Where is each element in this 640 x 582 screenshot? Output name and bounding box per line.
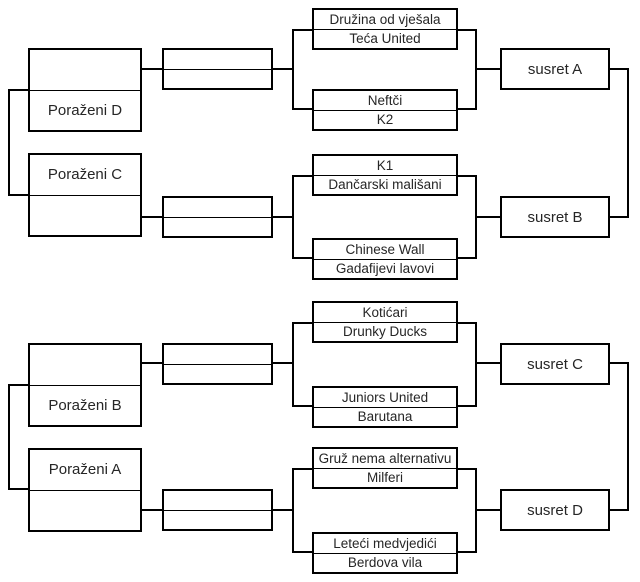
team-slot: Chinese Wall [345, 241, 425, 257]
loser-pair-a: Poraženi A [28, 448, 142, 532]
empty-slot [164, 345, 271, 364]
team-slot: Gadafijevi lavovi [314, 258, 456, 279]
advancement-box [162, 48, 273, 90]
connector-line [627, 362, 629, 511]
team-pair: Gruž nema alternativu Milferi [312, 447, 458, 489]
connector-line [273, 68, 292, 70]
match-label: susret D [527, 501, 583, 519]
empty-slot [30, 50, 140, 90]
connector-line [9, 384, 28, 386]
loser-slot: Poraženi B [30, 384, 140, 426]
match-box-susret-c: susret C [500, 343, 610, 385]
loser-slot: Poraženi D [30, 89, 140, 131]
team-slot: Milferi [314, 467, 456, 488]
empty-slot [30, 489, 140, 531]
team-pair: Družina od vješala Teća United [312, 8, 458, 50]
connector-line [477, 68, 500, 70]
loser-slot: Poraženi C [47, 166, 123, 184]
team-pair: Neftči K2 [312, 89, 458, 131]
team-pair: Leteći medvjedići Berdova vila [312, 532, 458, 574]
loser-pair-b: Poraženi B [28, 343, 142, 427]
empty-slot [30, 345, 140, 385]
team-slot: Juniors United [341, 389, 429, 405]
team-slot: Drunky Ducks [314, 321, 456, 342]
match-label: susret A [527, 60, 583, 78]
team-slot: Berdova vila [314, 552, 456, 573]
connector-line [477, 362, 500, 364]
match-label: susret B [527, 208, 583, 226]
connector-line [9, 89, 28, 91]
connector-line [9, 488, 28, 490]
loser-pair-c: Poraženi C [28, 153, 142, 237]
empty-slot [164, 198, 271, 217]
team-slot: Leteći medvjedići [333, 535, 437, 551]
loser-slot: Poraženi A [48, 461, 122, 479]
team-slot: Družina od vješala [329, 11, 441, 27]
empty-slot [164, 509, 271, 530]
connector-line [142, 509, 162, 511]
match-box-susret-d: susret D [500, 489, 610, 531]
match-box-susret-b: susret B [500, 196, 610, 238]
connector-line [610, 68, 629, 70]
connector-line [273, 216, 292, 218]
connector-line [610, 509, 629, 511]
team-slot: Barutana [314, 406, 456, 427]
connector-line [610, 216, 629, 218]
empty-slot [164, 363, 271, 384]
team-slot: Teća United [314, 28, 456, 49]
match-box-susret-a: susret A [500, 48, 610, 90]
empty-slot [164, 216, 271, 237]
team-pair: K1 Dančarski mališani [312, 154, 458, 196]
team-slot: Kotićari [362, 304, 408, 320]
empty-slot [30, 194, 140, 236]
connector-line [610, 362, 629, 364]
empty-slot [164, 50, 271, 69]
connector-line [477, 509, 500, 511]
team-slot: Neftči [367, 92, 403, 108]
connector-line [142, 68, 162, 70]
advancement-box [162, 343, 273, 385]
connector-line [8, 89, 10, 196]
advancement-box [162, 196, 273, 238]
team-slot: K1 [376, 157, 394, 173]
team-pair: Juniors United Barutana [312, 386, 458, 428]
team-slot: K2 [314, 109, 456, 130]
connector-line [142, 362, 162, 364]
empty-slot [164, 491, 271, 510]
connector-line [9, 194, 28, 196]
connector-line [273, 509, 292, 511]
match-label: susret C [527, 355, 583, 373]
advancement-box [162, 489, 273, 531]
connector-line [142, 216, 162, 218]
team-pair: Kotićari Drunky Ducks [312, 301, 458, 343]
loser-pair-d: Poraženi D [28, 48, 142, 132]
connector-line [273, 362, 292, 364]
connector-line [8, 384, 10, 490]
connector-line [627, 68, 629, 218]
team-pair: Chinese Wall Gadafijevi lavovi [312, 238, 458, 280]
team-slot: Dančarski mališani [314, 174, 456, 195]
connector-line [477, 216, 500, 218]
team-slot: Gruž nema alternativu [318, 450, 452, 466]
empty-slot [164, 68, 271, 89]
